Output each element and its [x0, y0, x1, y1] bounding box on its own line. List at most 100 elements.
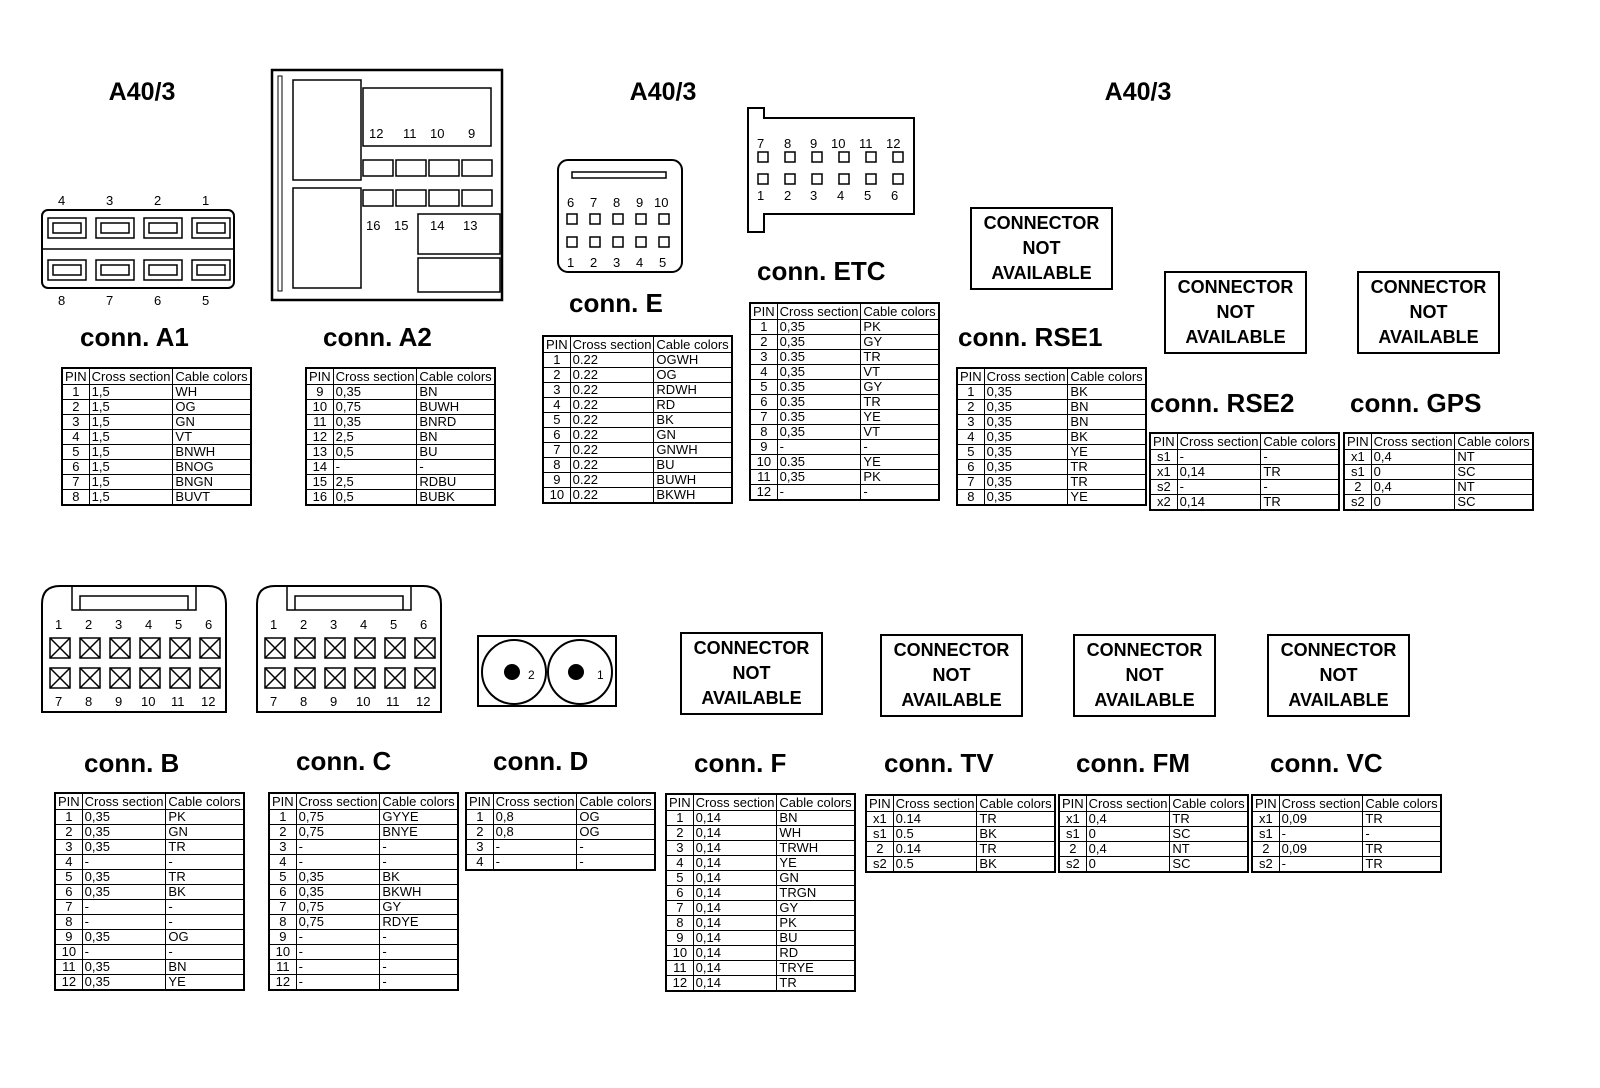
na-line: AVAILABLE [1094, 690, 1195, 710]
pin-header: PIN [956, 367, 985, 385]
conn-etc-title: conn. ETC [757, 256, 886, 286]
cross-section-cell: - [295, 959, 381, 975]
pin-cell: 7 [749, 409, 778, 425]
cable-color-cell: YE [776, 855, 856, 871]
pin-header: PIN [1343, 432, 1372, 450]
cross-section-cell: 1,5 [88, 384, 174, 400]
cross-section-cell: 0,8 [492, 824, 578, 840]
cross-section-cell: - [1176, 479, 1262, 495]
cross-section-cell: 0,35 [983, 474, 1069, 490]
table-row: 4-- [465, 854, 656, 871]
cable-colors-header: Cable colors [976, 794, 1056, 812]
pin-cell: 3 [665, 840, 694, 856]
cable-colors-header: Cable colors [1169, 794, 1249, 812]
table-row: s1-- [1149, 449, 1340, 465]
pin-cell: 13 [305, 444, 334, 460]
a1-pin-label: 5 [202, 293, 210, 308]
cross-section-cell: 0,14 [692, 915, 778, 931]
cross-section-cell: 0,35 [295, 884, 381, 900]
pin-cell: 1 [465, 809, 494, 825]
cross-section-cell: 2,5 [332, 474, 418, 490]
cross-section-cell: 0,14 [692, 900, 778, 916]
pin-cell: 7 [956, 474, 985, 490]
cable-color-cell: BN [1067, 414, 1147, 430]
cross-section-cell: 0.22 [569, 412, 655, 428]
cross-section-header: Cross section [569, 335, 655, 353]
cable-color-cell: TR [1260, 494, 1340, 511]
cable-color-cell: BK [976, 826, 1056, 842]
cross-section-cell: 0,75 [295, 899, 381, 915]
cross-section-cell: 0,35 [983, 384, 1069, 400]
cross-section-cell: 0,4 [1370, 449, 1456, 465]
cable-colors-header: Cable colors [860, 302, 940, 320]
cable-color-cell: PK [165, 809, 245, 825]
cable-color-cell: BK [653, 412, 733, 428]
pin-cell: 2 [1343, 479, 1372, 495]
table-row: 9-- [749, 439, 940, 455]
cable-color-cell: TR [976, 811, 1056, 827]
cross-section-cell: - [492, 854, 578, 871]
pin-cell: s2 [1251, 856, 1280, 873]
pin-cell: 10 [54, 944, 83, 960]
etc-pin-label: 5 [864, 188, 872, 203]
c-pin-label: 10 [356, 694, 371, 709]
cross-section-cell: 0.22 [569, 472, 655, 488]
etc-pin-label: 9 [810, 136, 818, 151]
cable-color-cell: TRGN [776, 885, 856, 901]
pin-cell: 3 [749, 349, 778, 365]
pin-cell: 4 [54, 854, 83, 870]
cable-color-cell: SC [1454, 464, 1534, 480]
cross-section-cell: 1,5 [88, 429, 174, 445]
c-pin-label: 3 [330, 617, 338, 632]
cable-color-cell: GY [860, 379, 940, 395]
cable-color-cell: BKWH [653, 487, 733, 504]
cross-section-header: Cross section [776, 302, 862, 320]
cable-color-cell: - [416, 459, 496, 475]
pin-header: PIN [1058, 794, 1087, 812]
cable-color-cell: BNWH [172, 444, 252, 460]
etc-pin-label: 12 [886, 136, 901, 151]
cable-color-cell: SC [1169, 856, 1249, 873]
cross-section-header: Cross section [692, 793, 778, 811]
pin-cell: 9 [542, 472, 571, 488]
e-pin-label: 8 [613, 195, 621, 210]
etc-pin-label: 4 [837, 188, 845, 203]
cable-color-cell: BN [416, 384, 496, 400]
pin-cell: 2 [268, 824, 297, 840]
cross-section-cell: 0,35 [776, 334, 862, 350]
pin-cell: 2 [465, 824, 494, 840]
cable-colors-header: Cable colors [379, 792, 459, 810]
cross-section-header: Cross section [295, 792, 381, 810]
b-pin-label: 5 [175, 617, 183, 632]
cross-section-cell: 0,4 [1085, 811, 1171, 827]
cross-section-cell: - [1278, 826, 1364, 842]
na-line: NOT [1319, 665, 1358, 685]
cross-section-header: Cross section [332, 367, 418, 385]
cable-color-cell: OGWH [653, 352, 733, 368]
table-row: 11-- [268, 959, 459, 975]
cable-color-cell: YE [1067, 444, 1147, 460]
pin-header: PIN [749, 302, 778, 320]
cable-color-cell: TR [1169, 811, 1249, 827]
cross-section-cell: 0,35 [776, 469, 862, 485]
pin-cell: 12 [665, 975, 694, 992]
pin-cell: 6 [956, 459, 985, 475]
etc-pin-label: 6 [891, 188, 899, 203]
cable-color-cell: GN [172, 414, 252, 430]
cable-color-cell: - [165, 854, 245, 870]
b-pin-label: 9 [115, 694, 123, 709]
a1-pin-label: 3 [106, 193, 114, 208]
